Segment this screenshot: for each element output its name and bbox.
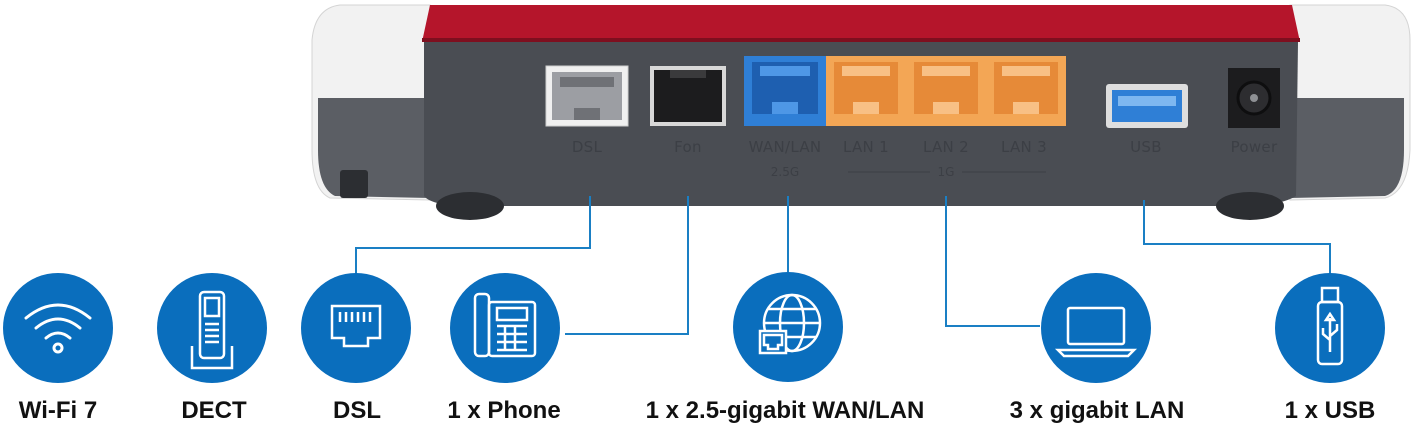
connector-phone bbox=[565, 196, 689, 335]
laptop-icon bbox=[1054, 306, 1138, 358]
connector-usb bbox=[1143, 200, 1331, 274]
feature-label-wifi: Wi-Fi 7 bbox=[18, 397, 98, 424]
connector-lan bbox=[945, 196, 1040, 327]
router-top-lid bbox=[422, 5, 1300, 42]
router: DSL Fon WAN/LAN LAN 1 LAN 2 LAN 3 USB Po… bbox=[311, 4, 1411, 220]
speed-label-lan: 1G bbox=[938, 165, 955, 179]
port-label-dsl: DSL bbox=[572, 138, 603, 156]
fon-port bbox=[650, 66, 726, 126]
speed-label-wan: 2.5G bbox=[771, 165, 799, 179]
globe-network-icon bbox=[758, 293, 822, 355]
desk-phone-icon bbox=[473, 292, 537, 358]
router-left-lower bbox=[318, 98, 430, 198]
router-foot-right bbox=[1216, 192, 1284, 220]
feature-dsl bbox=[301, 273, 411, 383]
feature-phone bbox=[450, 273, 560, 383]
router-lid-edge bbox=[422, 38, 1300, 42]
feature-label-dsl: DSL bbox=[333, 397, 381, 424]
dsl-port bbox=[545, 65, 629, 127]
router-right-lower bbox=[1290, 98, 1404, 198]
usb-port bbox=[1106, 84, 1188, 128]
port-label-lan1: LAN 1 bbox=[843, 138, 889, 156]
lan1-port bbox=[826, 56, 906, 126]
feature-label-wan: 1 x 2.5-gigabit WAN/LAN bbox=[645, 397, 925, 424]
feature-circles bbox=[3, 272, 1385, 383]
feature-label-usb: 1 x USB bbox=[1284, 397, 1376, 424]
feature-label-lan: 3 x gigabit LAN bbox=[1009, 397, 1185, 424]
feature-wan bbox=[733, 272, 843, 382]
router-cable-notch bbox=[340, 170, 368, 198]
wifi-icon bbox=[24, 303, 92, 354]
power-port bbox=[1228, 68, 1280, 128]
port-label-lan3: LAN 3 bbox=[1001, 138, 1047, 156]
ethernet-port-icon bbox=[330, 304, 382, 348]
feature-usb bbox=[1275, 273, 1385, 383]
router-foot-left bbox=[436, 192, 504, 220]
port-label-lan2: LAN 2 bbox=[923, 138, 969, 156]
wan-lan-port bbox=[744, 56, 826, 126]
usb-stick-icon bbox=[1316, 286, 1344, 366]
feature-dect bbox=[157, 273, 267, 383]
port-label-usb: USB bbox=[1130, 138, 1162, 156]
feature-label-dect: DECT bbox=[181, 397, 247, 424]
dect-handset-icon bbox=[190, 290, 234, 370]
lan2-port bbox=[906, 56, 986, 126]
port-label-wan: WAN/LAN bbox=[749, 138, 822, 156]
port-label-fon: Fon bbox=[674, 138, 702, 156]
feature-lan bbox=[1041, 273, 1151, 383]
feature-label-phone: 1 x Phone bbox=[447, 397, 561, 424]
feature-wifi bbox=[3, 273, 113, 383]
port-label-power: Power bbox=[1231, 138, 1278, 156]
lan3-port bbox=[986, 56, 1066, 126]
connector-dsl bbox=[355, 196, 591, 282]
connector-lines bbox=[355, 196, 1331, 335]
